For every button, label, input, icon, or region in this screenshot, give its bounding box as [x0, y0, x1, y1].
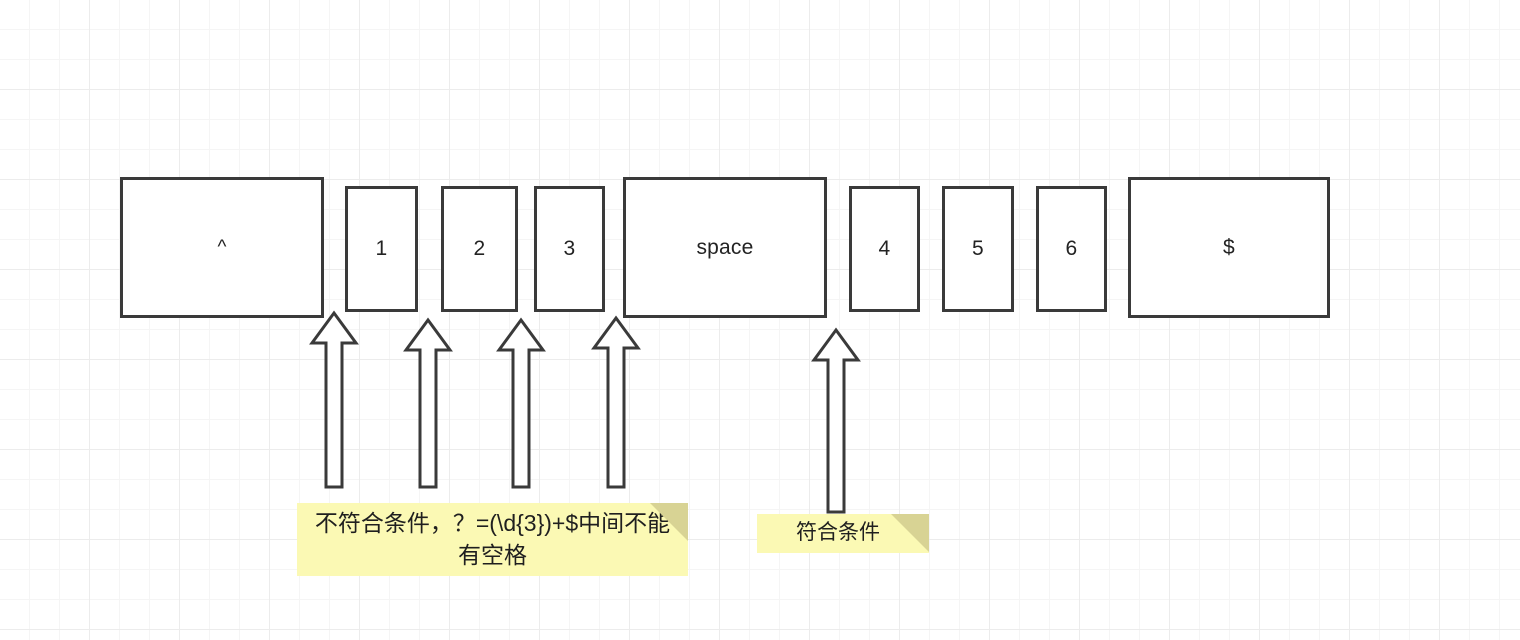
note-condition-fail[interactable]: 不符合条件，？=(\d{3})+$中间不能有空格: [297, 503, 688, 576]
cell-dollar[interactable]: $: [1128, 177, 1330, 318]
note-fold-icon: [650, 503, 688, 541]
arrow-up-3: [496, 317, 546, 489]
cell-3[interactable]: 3: [534, 186, 605, 312]
arrow-up-4: [591, 315, 641, 489]
cell-label: $: [1223, 235, 1235, 259]
cell-label: 3: [563, 237, 576, 260]
cell-label: ^: [217, 236, 227, 258]
cell-label: 5: [972, 237, 984, 260]
cell-5[interactable]: 5: [942, 186, 1014, 312]
cell-caret[interactable]: ^: [120, 177, 324, 318]
cell-label: 1: [375, 237, 388, 260]
cell-2[interactable]: 2: [441, 186, 518, 312]
arrow-up-1: [309, 310, 359, 489]
note-text: 符合条件: [796, 521, 880, 545]
arrow-up-2: [403, 317, 453, 489]
cell-label: 4: [878, 237, 891, 260]
cell-label: 2: [473, 237, 486, 260]
cell-space[interactable]: space: [623, 177, 827, 318]
cell-label: space: [696, 235, 754, 259]
cell-1[interactable]: 1: [345, 186, 418, 312]
cell-4[interactable]: 4: [849, 186, 920, 312]
cell-label: 6: [1065, 237, 1078, 260]
note-condition-ok[interactable]: 符合条件: [757, 514, 929, 553]
arrow-up-5: [811, 327, 861, 514]
note-fold-icon: [891, 514, 929, 552]
cell-6[interactable]: 6: [1036, 186, 1107, 312]
note-text: 不符合条件，？=(\d{3})+$中间不能有空格: [314, 510, 671, 568]
